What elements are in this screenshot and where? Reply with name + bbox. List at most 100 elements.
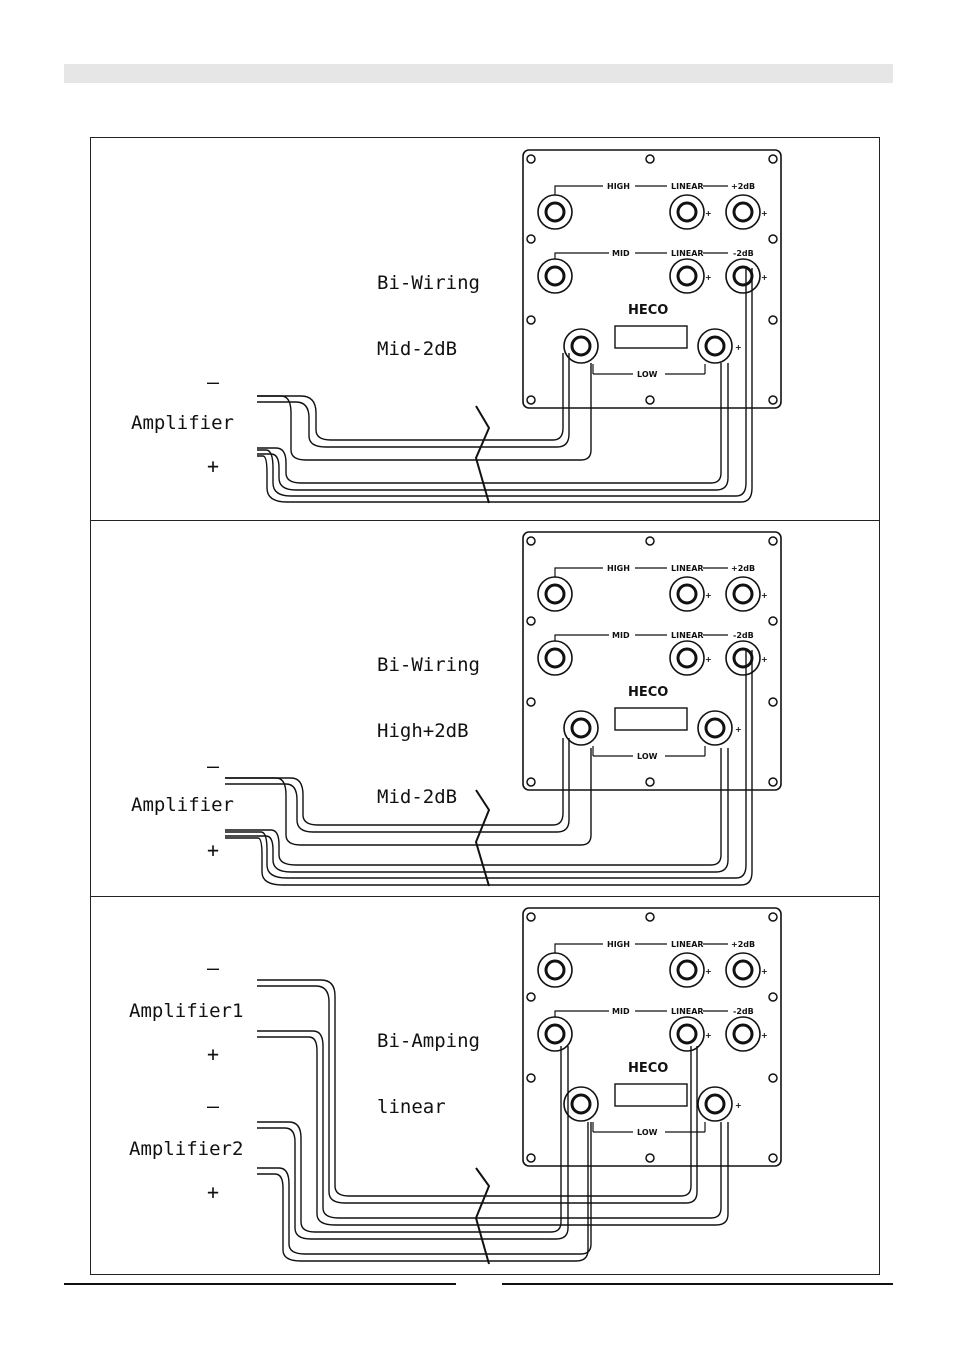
plus2db-label: +2dB	[731, 940, 755, 949]
linear-label: LINEAR	[671, 564, 704, 573]
low-label: LOW	[637, 370, 658, 379]
low-minus-terminal-inner	[570, 335, 592, 357]
linear-label: LINEAR	[671, 182, 704, 191]
mid-minus2db-terminal-inner	[732, 265, 754, 287]
amplifier-label: Amplifier	[131, 794, 234, 816]
footer-rule-right	[502, 1283, 893, 1285]
mode-line: Bi-Wiring	[377, 272, 480, 294]
screw-hole	[526, 992, 536, 1002]
screw-hole	[768, 912, 778, 922]
plus-mark: +	[705, 209, 712, 218]
mode-line: Mid-2dB	[377, 338, 458, 360]
minus2db-label: -2dB	[733, 1007, 754, 1016]
brand-logo: HECO	[628, 685, 668, 700]
plus-sign: +	[207, 1180, 220, 1204]
amplifier-label: Amplifier	[131, 412, 234, 434]
plus-mark: +	[735, 1101, 742, 1110]
low-label: LOW	[637, 1128, 658, 1137]
brand-logo: HECO	[628, 1061, 668, 1076]
screw-hole	[526, 315, 536, 325]
screw-hole	[526, 777, 536, 787]
plus2db-label: +2dB	[731, 182, 755, 191]
screw-hole	[526, 234, 536, 244]
plus-mark: +	[761, 591, 768, 600]
high-label: HIGH	[607, 182, 630, 191]
screw-hole	[768, 992, 778, 1002]
plus-mark: +	[705, 967, 712, 976]
screw-hole	[768, 536, 778, 546]
mode-line: High+2dB	[377, 720, 469, 742]
screw-hole	[645, 395, 655, 405]
low-bus-line	[592, 364, 706, 375]
mid-label: MID	[612, 631, 630, 640]
mid-linear-terminal-inner	[676, 647, 698, 669]
screw-hole	[526, 697, 536, 707]
screw-hole	[645, 777, 655, 787]
amplifier-label: Amplifier2	[129, 1138, 244, 1160]
amplifier-label: Amplifier1	[129, 1000, 244, 1022]
screw-hole	[768, 1073, 778, 1083]
plus-mark: +	[705, 273, 712, 282]
plus-mark: +	[735, 725, 742, 734]
label-plate	[614, 707, 688, 731]
minus2db-label: -2dB	[733, 631, 754, 640]
minus-sign: –	[207, 754, 220, 778]
low-bus-line	[592, 746, 706, 757]
low-plus-terminal-inner	[704, 1093, 726, 1115]
plus-mark: +	[761, 209, 768, 218]
screw-hole	[526, 154, 536, 164]
plus-sign: +	[207, 838, 220, 862]
plus-mark: +	[761, 967, 768, 976]
minus-sign: –	[207, 370, 220, 394]
high-terminal-inner	[544, 583, 566, 605]
plus-mark: +	[761, 1031, 768, 1040]
mid-linear-terminal-inner	[676, 1023, 698, 1045]
high-plus2db-terminal-inner	[732, 959, 754, 981]
minus2db-label: -2dB	[733, 249, 754, 258]
minus-sign: –	[207, 1094, 220, 1118]
high-terminal-inner	[544, 201, 566, 223]
screw-hole	[768, 234, 778, 244]
low-minus-terminal-inner	[570, 1093, 592, 1115]
cables-3	[257, 979, 729, 1265]
screw-hole	[526, 616, 536, 626]
mode-label-3: Bi-Amping linear	[377, 986, 480, 1162]
plus-sign: +	[207, 1042, 220, 1066]
screw-hole	[526, 1073, 536, 1083]
mid-minus2db-terminal-inner	[732, 647, 754, 669]
linear-label: LINEAR	[671, 1007, 704, 1016]
brand-logo: HECO	[628, 303, 668, 318]
plus-mark: +	[705, 1031, 712, 1040]
plus-mark: +	[761, 655, 768, 664]
screw-hole	[526, 912, 536, 922]
mid-minus2db-terminal-inner	[732, 1023, 754, 1045]
high-linear-terminal-inner	[676, 959, 698, 981]
screw-hole	[645, 912, 655, 922]
screw-hole	[768, 616, 778, 626]
screw-hole	[645, 536, 655, 546]
screw-hole	[768, 154, 778, 164]
low-label: LOW	[637, 752, 658, 761]
mode-label-1: Bi-Wiring Mid-2dB	[377, 228, 480, 404]
cables-1	[257, 268, 753, 504]
header-bar	[64, 64, 893, 83]
linear-label: LINEAR	[671, 940, 704, 949]
plus2db-label: +2dB	[731, 564, 755, 573]
mode-line: Bi-Wiring	[377, 654, 480, 676]
linear-label: LINEAR	[671, 249, 704, 258]
high-plus2db-terminal-inner	[732, 201, 754, 223]
linear-label: LINEAR	[671, 631, 704, 640]
mid-label: MID	[612, 249, 630, 258]
screw-hole	[645, 1153, 655, 1163]
low-plus-terminal-inner	[704, 335, 726, 357]
mid-label: MID	[612, 1007, 630, 1016]
plus-mark: +	[705, 655, 712, 664]
high-linear-terminal-inner	[676, 583, 698, 605]
